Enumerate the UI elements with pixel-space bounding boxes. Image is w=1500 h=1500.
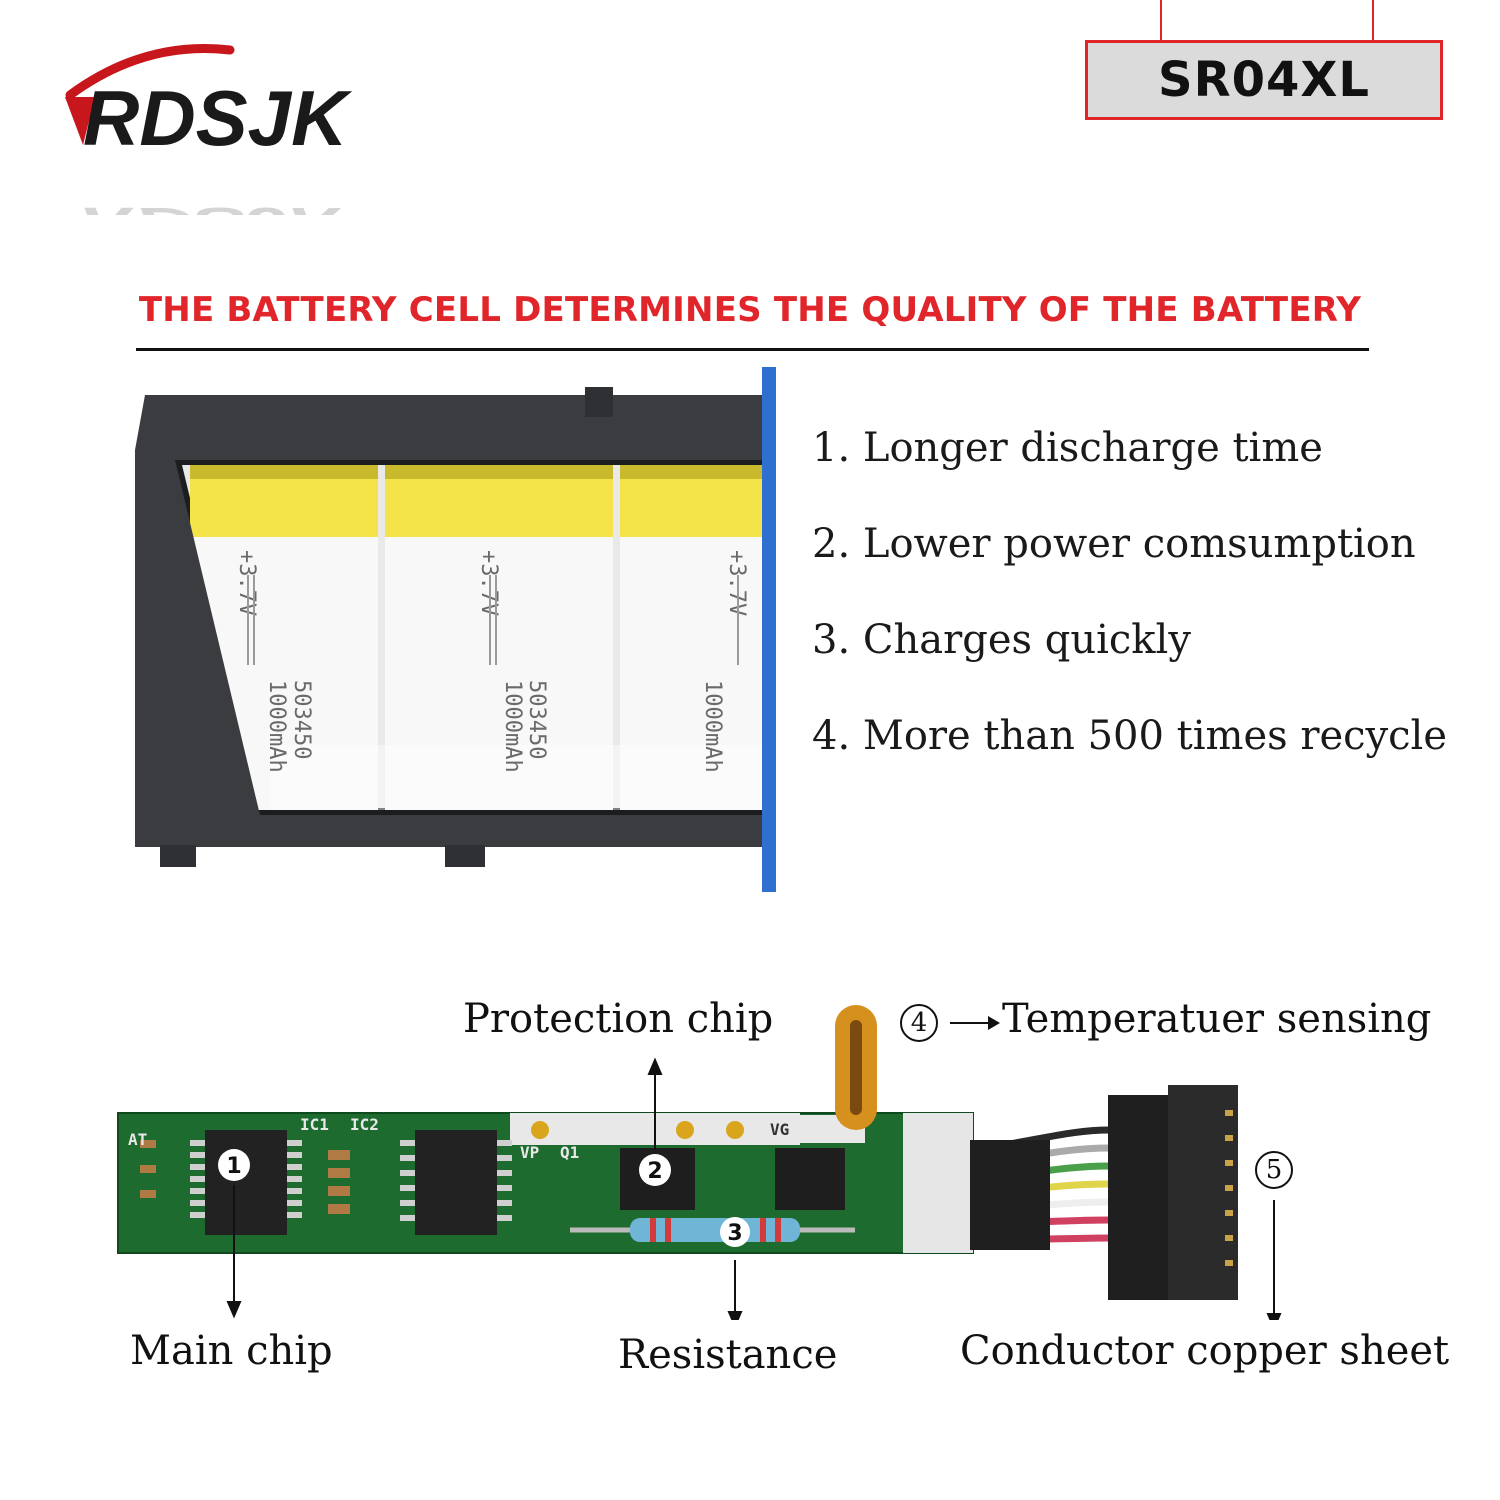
cell-3 <box>620 465 762 810</box>
silkscreen-at: AT <box>128 1130 147 1149</box>
model-tag-line-left <box>1160 0 1162 42</box>
label-temperature-sensing: Temperatuer sensing <box>1002 996 1432 1042</box>
marker-resistance: 3 <box>727 1221 742 1246</box>
feature-3: 3. Charges quickly <box>812 617 1191 663</box>
cell-2 <box>385 465 613 810</box>
pcb-illustration: IC1 IC2 VP Q1 AT VG 1 2 3 <box>117 1005 1282 1320</box>
arrow-temperature-sensing <box>950 1022 992 1024</box>
cell-1-print-capacity: 1000mAh <box>264 680 289 773</box>
label-resistance: Resistance <box>618 1332 838 1378</box>
marker-protection-chip: 2 <box>647 1159 662 1184</box>
cell-2-print-capacity: 1000mAh <box>500 680 525 773</box>
silkscreen-vg: VG <box>770 1120 789 1139</box>
label-protection-chip: Protection chip <box>463 996 774 1042</box>
feature-1: 1. Longer discharge time <box>812 425 1323 471</box>
silkscreen-ic1: IC1 <box>300 1115 329 1134</box>
battery-cells-picture: +3.7V 503450 1000mAh +3.7V 503450 1000mA… <box>135 367 776 892</box>
arrow-head-temperature <box>988 1016 1000 1030</box>
marker-temperature-sensing: 4 <box>900 1004 938 1042</box>
headline: THE BATTERY CELL DETERMINES THE QUALITY … <box>138 290 1362 330</box>
model-number: SR04XL <box>1158 52 1370 108</box>
model-tag: SR04XL <box>1085 40 1443 120</box>
logo-reflection: RDSJK <box>83 199 353 215</box>
cell-1-print-voltage: +3.7V <box>234 550 259 616</box>
cell-3-print-capacity: 1000mAh <box>700 680 725 773</box>
headline-divider <box>136 348 1369 351</box>
label-main-chip: Main chip <box>130 1328 333 1374</box>
silkscreen-vp: VP <box>520 1143 539 1162</box>
marker-conductor: 5 <box>1255 1151 1293 1189</box>
cell-3-print-voltage: +3.7V <box>724 550 749 616</box>
model-tag-line-right <box>1372 0 1374 42</box>
feature-2: 2. Lower power comsumption <box>812 521 1416 567</box>
feature-4: 4. More than 500 times recycle <box>812 713 1448 759</box>
silkscreen-q1: Q1 <box>560 1143 579 1162</box>
cell-2-print-model: 503450 <box>524 680 549 759</box>
logo-wordmark: RDSJK <box>83 74 353 162</box>
silkscreen-ic2: IC2 <box>350 1115 379 1134</box>
cell-1-print-model: 503450 <box>289 680 314 759</box>
cell-2-print-voltage: +3.7V <box>476 550 501 616</box>
label-conductor-copper-sheet: Conductor copper sheet <box>960 1328 1450 1374</box>
brand-logo: RDSJK RDSJK <box>65 43 353 215</box>
marker-main-chip: 1 <box>226 1154 241 1179</box>
